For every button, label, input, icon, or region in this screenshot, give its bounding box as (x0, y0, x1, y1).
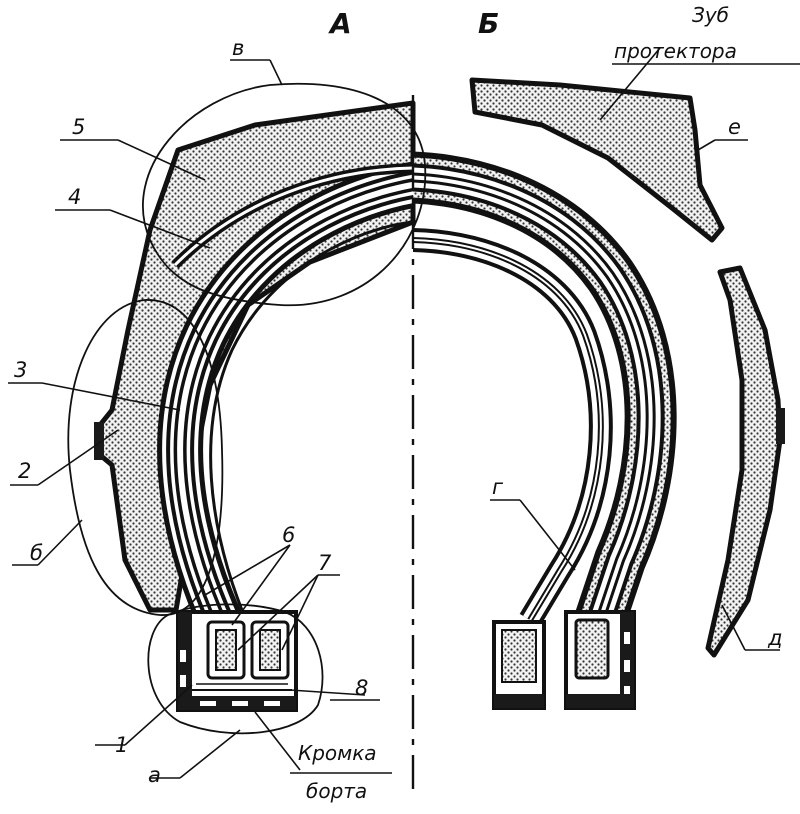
part-label-6: 6 (282, 523, 295, 547)
caption-tread-tooth-line2: протектора (614, 39, 737, 63)
part-label-5: 5 (72, 115, 85, 139)
tread-tooth-piece-e (469, 77, 725, 243)
zone-label-g: г (492, 475, 504, 499)
zone-outline-b (67, 299, 224, 616)
zone-outline-v (142, 82, 427, 307)
carcass-plies-b (413, 151, 677, 629)
part-label-4: 4 (68, 185, 81, 209)
sidewall-rib-d (776, 408, 785, 444)
section-label-b: Б (478, 7, 499, 40)
part-label-8: 8 (355, 676, 368, 700)
inner-liner-b (413, 228, 613, 627)
section-b-exploded (413, 77, 785, 710)
zone-outline-a (147, 603, 324, 735)
zone-label-d: д (767, 626, 783, 650)
zone-label-a: а (148, 763, 161, 787)
caption-tread-tooth-line1: Зуб (692, 3, 729, 27)
carcass-plies-a (157, 161, 413, 635)
sidewall-strip-d (705, 265, 783, 658)
section-label-a: А (328, 7, 352, 40)
zone-label-v: в (232, 36, 244, 60)
part-label-1: 1 (115, 733, 128, 757)
zone-label-e: е (728, 115, 741, 139)
zone-label-b: б (30, 541, 43, 565)
section-a-assembled (94, 100, 416, 712)
part-label-2: 2 (18, 459, 31, 483)
sidewall-rib-a (94, 422, 104, 460)
caption-bead-edge-line1: Кромка (298, 741, 377, 765)
part-label-3: 3 (14, 358, 27, 382)
part-label-7: 7 (318, 551, 332, 575)
bead-wire-b (574, 618, 610, 680)
caption-bead-edge-line2: борта (306, 779, 367, 803)
